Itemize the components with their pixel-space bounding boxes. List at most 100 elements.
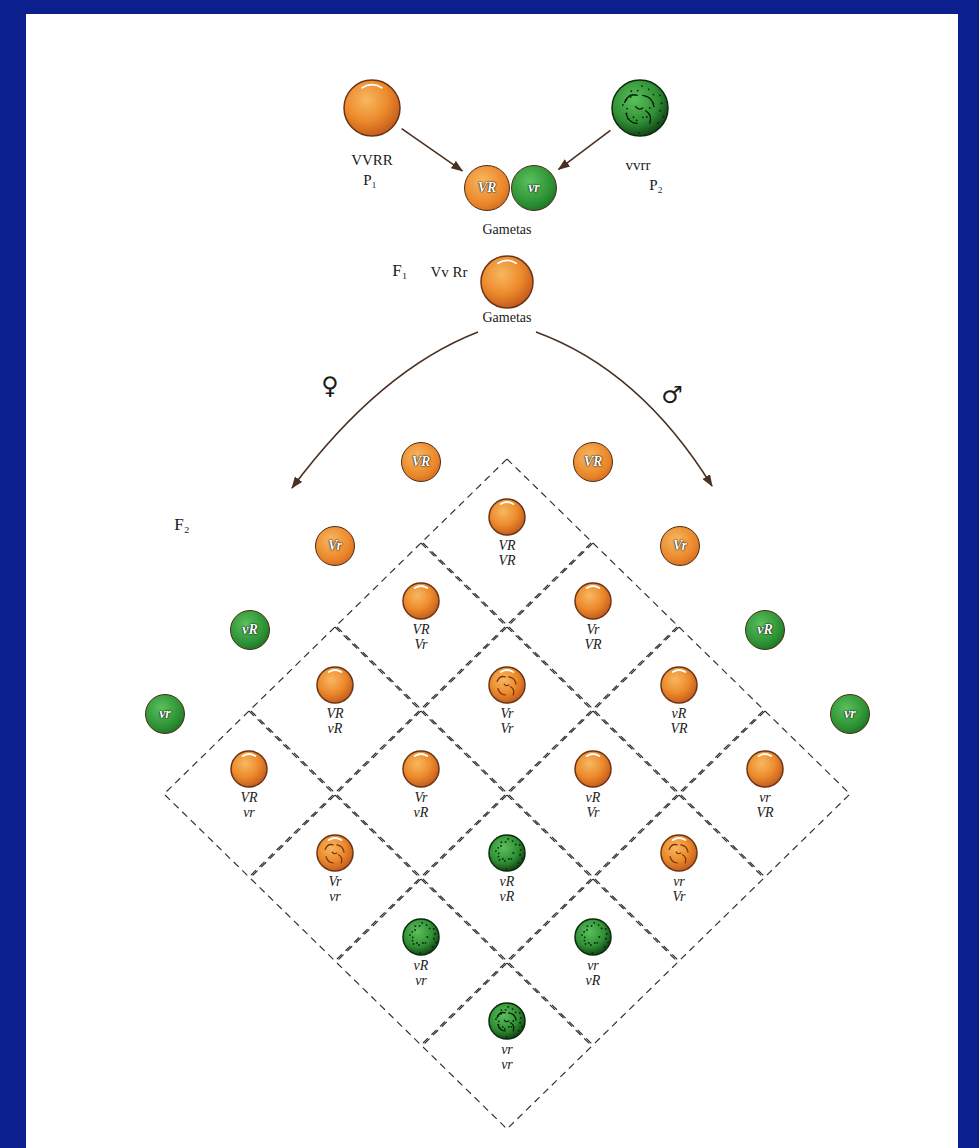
gamete-allele: VR: [478, 180, 497, 196]
gamete-circle: VR: [573, 442, 613, 482]
pea-body: [403, 583, 439, 619]
gamete-circle: vr: [145, 694, 185, 734]
punnett-cell: vrvR: [507, 878, 679, 1046]
pea-body: [489, 499, 525, 535]
pea-shine: [329, 670, 342, 672]
pea-speckle: [508, 1026, 510, 1028]
genotype-text: vr: [587, 958, 599, 973]
gamete-circle: VR: [464, 165, 510, 211]
dashed-diamond: [680, 711, 850, 877]
pea-speckle: [607, 942, 609, 944]
pea-wrinkle: [337, 845, 344, 852]
pea-speckle: [498, 852, 500, 854]
pea-shine: [243, 754, 256, 756]
diagram-label: F₁: [392, 261, 407, 281]
pea-speckle: [648, 89, 650, 91]
punnett-cell: VRvR: [249, 626, 421, 794]
pea-speckle: [426, 936, 428, 938]
pea-shine: [673, 670, 686, 672]
pea-body: [575, 919, 611, 955]
pea-drawing: [744, 748, 786, 790]
pea-drawing: [314, 832, 356, 874]
genotype-text: Vr: [415, 790, 428, 805]
pea-shine: [501, 502, 514, 504]
pea-speckle: [497, 847, 499, 849]
pea-speckle: [411, 931, 413, 933]
pea-wrinkle: [509, 1013, 516, 1020]
pea-speckle: [416, 942, 418, 944]
genotype-text: Vr: [587, 805, 600, 820]
pea-speckle: [425, 942, 427, 944]
genotype-text: Vr: [415, 637, 428, 652]
pea-speckle: [511, 1026, 513, 1028]
pea-shine: [415, 586, 428, 588]
gamete-allele: vR: [757, 622, 773, 638]
pea-body: [403, 919, 439, 955]
pea-speckle: [422, 942, 424, 944]
pea-shine: [673, 838, 686, 840]
gamete-circle: Vr: [315, 526, 355, 566]
genotype-text: VR: [240, 790, 257, 805]
genotype-text: Vr: [673, 889, 686, 904]
punnett-cell: vRVR: [593, 626, 765, 794]
genotype-text: VR: [498, 538, 515, 553]
pea-drawing: [486, 664, 528, 706]
genotype-text: vr: [243, 805, 255, 820]
pea-wrinkle: [626, 114, 637, 124]
pea-speckle: [498, 856, 500, 858]
genotype-text: Vr: [329, 874, 342, 889]
gamete-circle: vr: [511, 165, 557, 211]
pea-speckle: [586, 929, 588, 931]
genotype-text: vR: [414, 805, 429, 820]
dashed-diamond: [594, 627, 764, 793]
pea-drawing: [400, 580, 442, 622]
gamete-circle: VR: [401, 442, 441, 482]
pea-wrinkle: [339, 855, 342, 863]
pea-speckle: [583, 931, 585, 933]
pea-speckle: [601, 928, 603, 930]
pea-shine: [415, 754, 428, 756]
genotype-text: vr: [415, 973, 427, 988]
pea-wrinkle: [683, 855, 686, 863]
pea-speckle: [597, 942, 599, 944]
genotype-text: vR: [328, 721, 343, 736]
pea-wrinkle: [670, 857, 677, 863]
pea-speckle: [584, 936, 586, 938]
punnett-cell: vrVR: [679, 710, 851, 878]
pea-speckle: [605, 938, 607, 940]
pea-speckle: [515, 844, 517, 846]
pea-drawing: [572, 916, 614, 958]
pea-speckle: [434, 933, 436, 935]
pea-speckle: [637, 90, 639, 92]
female-gamete-arrow: [292, 332, 478, 488]
pea-drawing: [228, 748, 270, 790]
pea-speckle: [633, 116, 635, 118]
pea-body: [489, 667, 525, 703]
pea-speckle: [521, 1026, 523, 1028]
pea-wrinkle: [326, 857, 333, 863]
genotype-text: vR: [414, 958, 429, 973]
pea-speckle: [519, 1022, 521, 1024]
gamete-allele: Vr: [328, 538, 342, 554]
gamete-circle: vR: [745, 610, 785, 650]
punnett-cell: VRVR: [421, 458, 593, 626]
pea-drawing: [478, 253, 536, 311]
pea-speckle: [414, 929, 416, 931]
gamete-allele: vr: [844, 706, 856, 722]
genotype-text: Vr: [501, 721, 514, 736]
punnett-cell: Vrvr: [249, 794, 421, 962]
pea-speckle: [519, 854, 521, 856]
punnett-cell: VrVR: [507, 542, 679, 710]
pea-speckle: [505, 1009, 507, 1011]
pea-body: [747, 751, 783, 787]
diagram-label: ♂: [661, 381, 683, 409]
pea-speckle: [581, 934, 583, 936]
pea-speckle: [591, 952, 593, 954]
gamete-allele: VR: [412, 454, 431, 470]
gamete-allele: vr: [528, 180, 540, 196]
pea-shine: [329, 838, 342, 840]
pea-speckle: [413, 943, 415, 945]
pea-body: [575, 751, 611, 787]
pea-speckle: [641, 85, 643, 87]
pea-speckle: [419, 925, 421, 927]
